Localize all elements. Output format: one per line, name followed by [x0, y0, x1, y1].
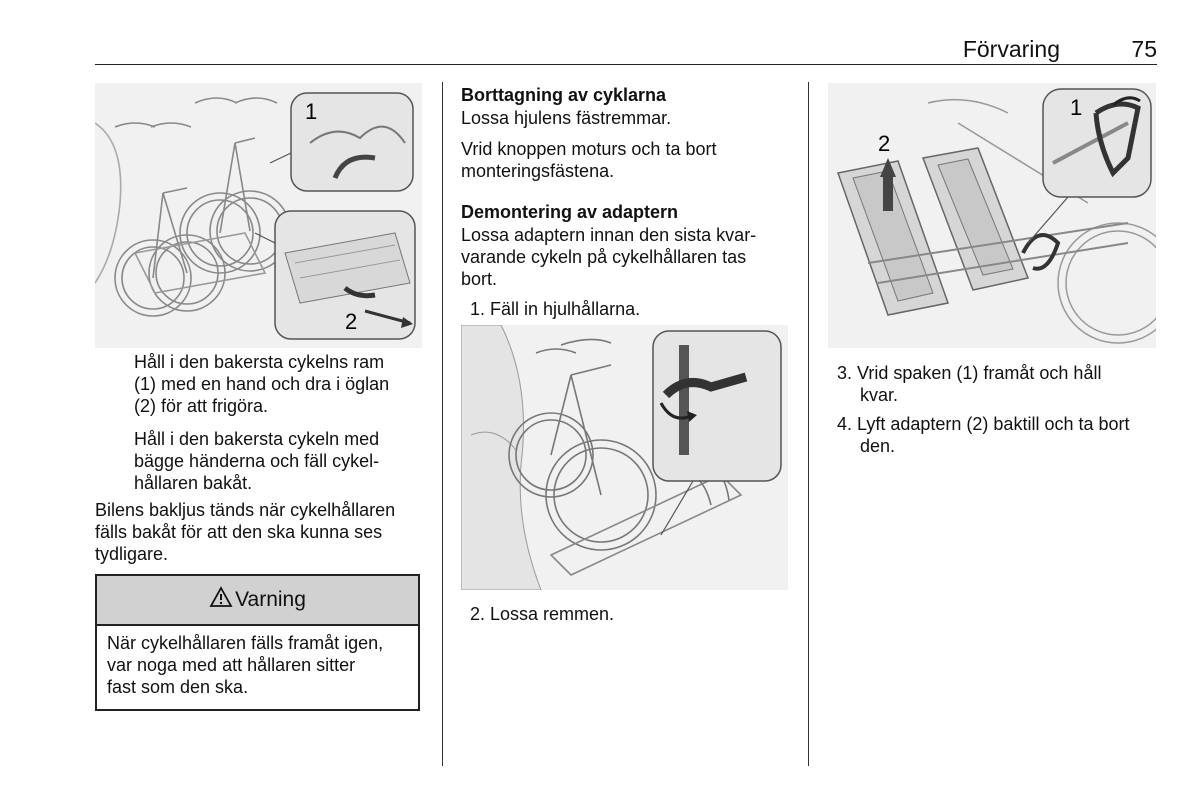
figure-bike-rack-release: 1 2: [95, 83, 422, 348]
header-rule: [95, 64, 1157, 65]
page-number: 75: [1131, 36, 1157, 62]
page-header-title: Förvaring: [962, 36, 1060, 62]
callout-2: 2: [878, 131, 890, 156]
figure-adapter-lever: 2 1: [828, 83, 1156, 348]
callout-1: 1: [305, 99, 317, 124]
column-divider-2: [808, 82, 809, 766]
column-divider-1: [442, 82, 443, 766]
step-2: 2. Lossa remmen.: [470, 604, 615, 624]
warning-box: Varning När cykelhållaren fälls framåt i…: [95, 574, 420, 711]
callout-2: 2: [345, 309, 357, 334]
col1-para-1: Håll i den bakersta cykelns ram(1) med e…: [134, 352, 390, 416]
fold-wheel-holders-drawing: [461, 325, 782, 590]
bike-rack-release-drawing: 1 2: [95, 92, 416, 340]
heading-remove-adapter: Demontering av adaptern: [461, 202, 679, 222]
col2-para-1: Lossa hjulens fästremmar.: [461, 108, 672, 128]
col2-para-3: Lossa adaptern innan den sista kvar-vara…: [461, 225, 757, 289]
warning-triangle-icon: [209, 586, 233, 614]
step-1: 1. Fäll in hjulhållarna.: [470, 299, 641, 319]
figure-fold-wheel-holders: [461, 325, 788, 590]
callout-1: 1: [1070, 95, 1082, 120]
warning-body: När cykelhållaren fälls framåt igen, var…: [107, 633, 384, 697]
warning-title: Varning: [235, 588, 306, 611]
step-4: 4. Lyft adaptern (2) baktill och ta bort…: [837, 414, 1130, 456]
adapter-lever-drawing: 2 1: [837, 88, 1156, 344]
heading-remove-bikes: Borttagning av cyklarna: [461, 85, 667, 105]
warning-header: Varning: [97, 576, 418, 626]
